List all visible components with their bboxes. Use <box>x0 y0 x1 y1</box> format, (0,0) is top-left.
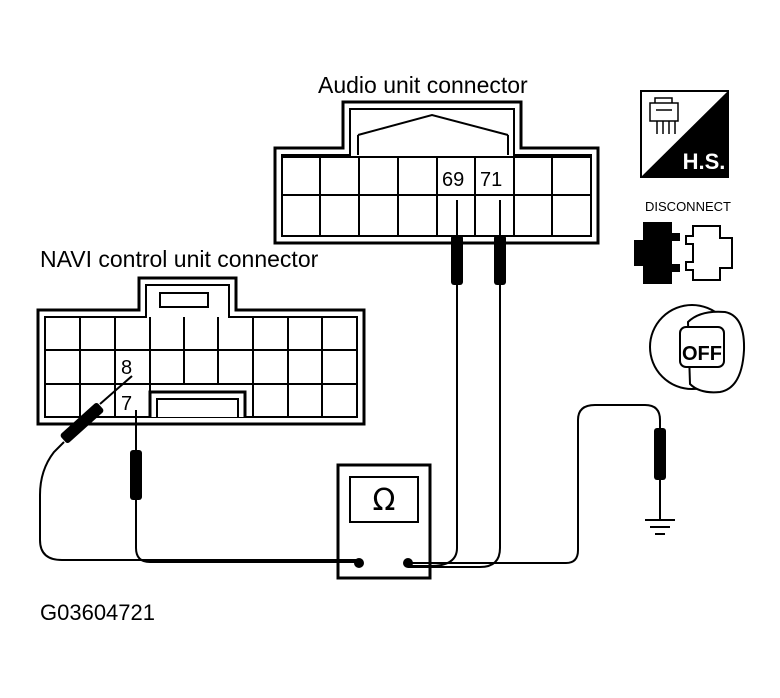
ignition-off-icon <box>649 304 746 394</box>
off-label: OFF <box>682 343 722 365</box>
audio-pin-71: 71 <box>480 169 502 191</box>
navi-connector-title: NAVI control unit connector <box>40 246 319 272</box>
ohm-symbol: Ω <box>373 483 396 518</box>
hs-label: H.S. <box>683 149 726 174</box>
probe-ground <box>654 428 666 480</box>
navi-pin-8: 8 <box>121 357 132 379</box>
disconnect-connector-icon <box>634 222 733 284</box>
test-leads <box>39 200 661 568</box>
audio-pin-69: 69 <box>442 169 464 191</box>
probe-navi-8 <box>60 403 104 443</box>
audio-connector <box>273 100 600 245</box>
disconnect-label: DISCONNECT <box>645 199 731 214</box>
harness-side-icon <box>640 90 729 178</box>
ground-icon <box>645 519 675 535</box>
audio-connector-title: Audio unit connector <box>318 72 528 98</box>
probe-audio-71 <box>494 235 506 285</box>
navi-connector <box>36 276 366 426</box>
probe-navi-7 <box>130 450 142 500</box>
navi-pin-7: 7 <box>121 393 132 415</box>
figure-id: G03604721 <box>40 600 155 625</box>
probe-audio-69 <box>451 235 463 285</box>
probes <box>60 235 666 500</box>
